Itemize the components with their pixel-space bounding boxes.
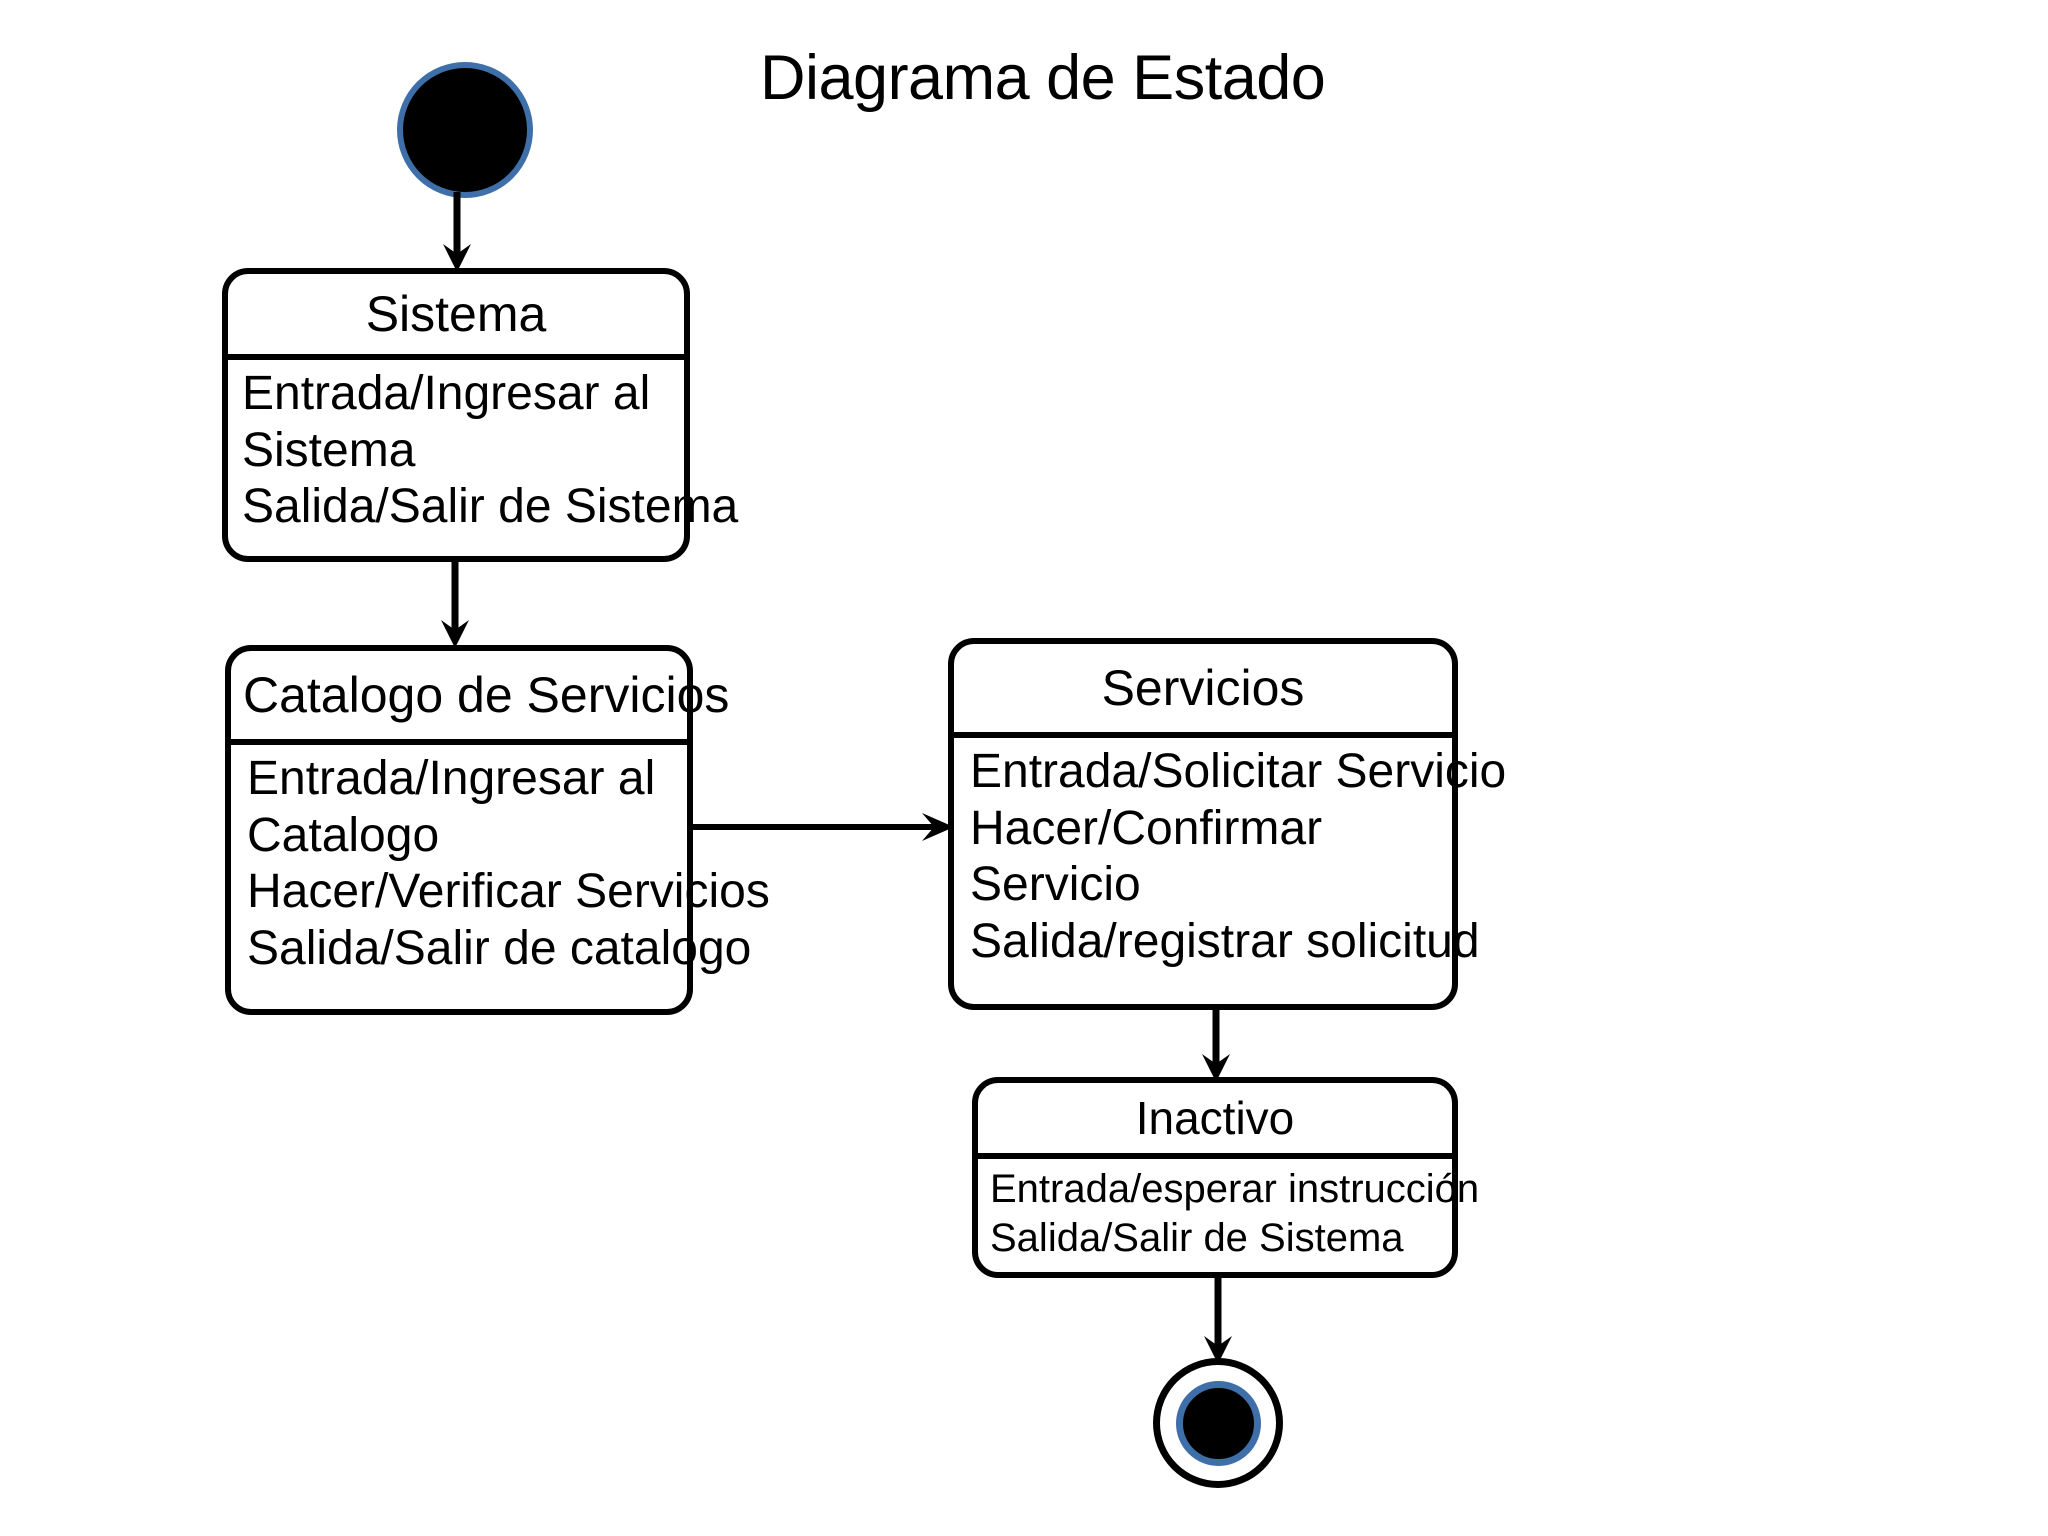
state-line: Salida/Salir de Sistema <box>990 1215 1404 1260</box>
state-title-inactivo: Inactivo <box>1135 1092 1295 1144</box>
transition-servicios-to-inactivo <box>1196 1006 1236 1084</box>
initial-state-node[interactable] <box>397 62 533 198</box>
state-line: Catalogo <box>247 808 440 862</box>
state-title-row: Servicios <box>954 644 1452 738</box>
state-title-servicios: Servicios <box>1101 660 1305 716</box>
transition-catalogo-to-servicios <box>690 800 958 854</box>
state-line: Hacer/Confirmar <box>970 801 1323 855</box>
state-title-sistema: Sistema <box>365 286 547 342</box>
transition-sistema-to-catalogo <box>435 558 475 650</box>
state-body-sistema: Entrada/Ingresar al Sistema Salida/Salir… <box>228 366 739 536</box>
state-line: Sistema <box>242 423 416 477</box>
state-title-catalogo: Catalogo de Servicios <box>243 667 730 723</box>
page-title: Diagrama de Estado <box>760 43 1326 113</box>
state-node-sistema[interactable]: Sistema Entrada/Ingresar al Sistema Sali… <box>222 268 739 562</box>
state-body-catalogo: Entrada/Ingresar al Catalogo Hacer/Verif… <box>231 751 770 978</box>
state-line: Hacer/Verificar Servicios <box>247 865 770 919</box>
state-line: Salida/Salir de catalogo <box>247 921 752 975</box>
state-node-catalogo[interactable]: Catalogo de Servicios Entrada/Ingresar a… <box>225 645 770 1015</box>
state-line: Entrada/Solicitar Servicio <box>970 745 1507 798</box>
state-line: Salida/registrar solicitud <box>970 914 1480 968</box>
state-title-row: Catalogo de Servicios <box>231 651 729 745</box>
state-body-inactivo: Entrada/esperar instrucción Salida/Salir… <box>978 1165 1480 1263</box>
state-line: Servicio <box>970 858 1141 912</box>
state-title-row: Inactivo <box>978 1083 1452 1159</box>
state-title-row: Sistema <box>228 274 684 360</box>
final-state-inner-dot <box>1176 1381 1261 1466</box>
final-state-node[interactable] <box>1153 1358 1283 1488</box>
transition-inactivo-to-final <box>1198 1274 1238 1366</box>
state-body-servicios: Entrada/Solicitar Servicio Hacer/Confirm… <box>954 744 1507 971</box>
state-node-inactivo[interactable]: Inactivo Entrada/esperar instrucción Sal… <box>972 1077 1480 1278</box>
state-line: Entrada/Ingresar al <box>242 367 651 420</box>
state-line: Salida/Salir de Sistema <box>242 480 739 534</box>
state-node-servicios[interactable]: Servicios Entrada/Solicitar Servicio Hac… <box>948 638 1507 1010</box>
transition-initial-to-sistema <box>437 192 477 274</box>
state-line: Entrada/Ingresar al <box>247 752 656 805</box>
state-line: Entrada/esperar instrucción <box>990 1167 1480 1211</box>
